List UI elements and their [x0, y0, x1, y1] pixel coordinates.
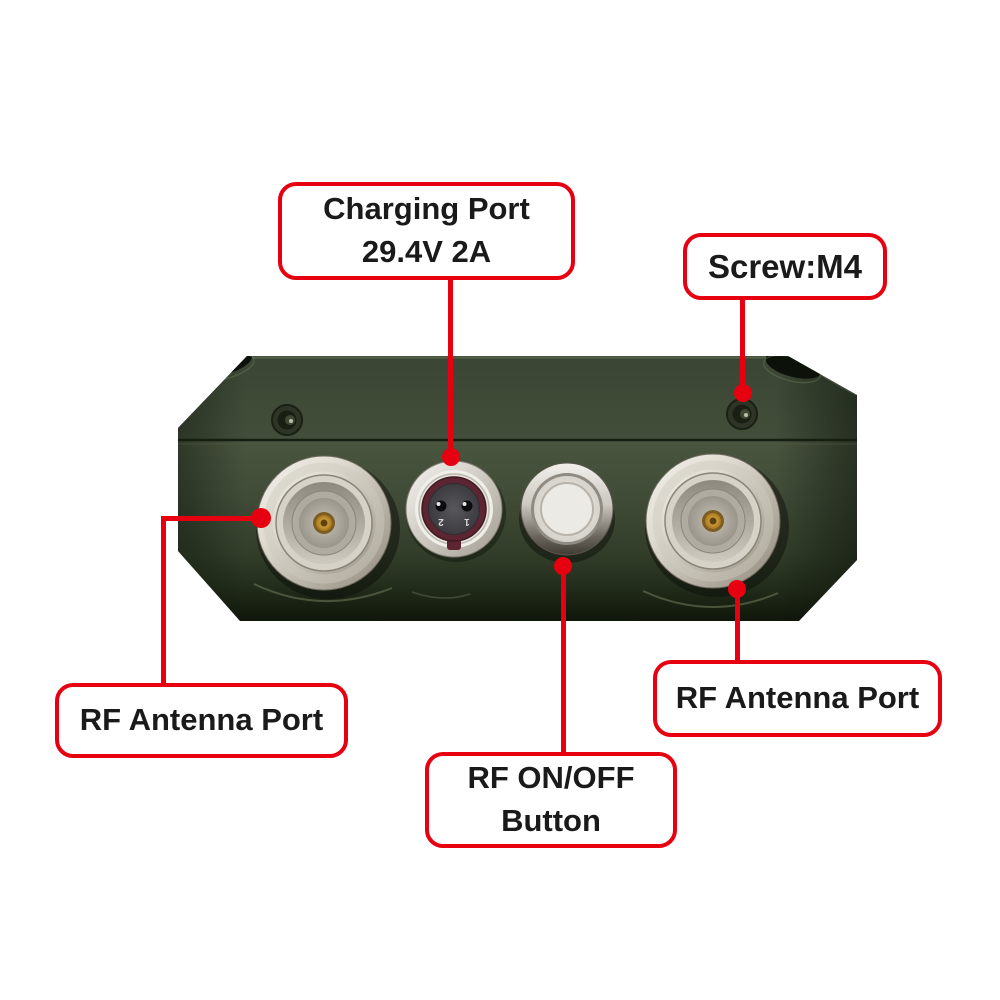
- leader-line-antenna-right: [735, 589, 740, 660]
- callout-charging-port-line1: Charging Port: [323, 191, 530, 227]
- leader-dot-screw: [734, 384, 752, 402]
- leader-dot-antenna-left: [251, 508, 271, 528]
- callout-rf-button-line1: RF ON/OFF: [467, 760, 635, 796]
- callout-rf-button-line2: Button: [501, 803, 601, 838]
- callout-antenna-right-label: RF Antenna Port: [675, 680, 920, 716]
- callout-rf-button: RF ON/OFF Button: [425, 752, 677, 848]
- callout-screw-label: Screw:M4: [707, 247, 863, 285]
- leader-line-antenna-left-vertical: [161, 518, 166, 683]
- charging-pin-label-2: 2: [438, 516, 444, 527]
- callout-charging-port: Charging Port 29.4V 2A: [278, 182, 575, 280]
- leader-dot-antenna-right: [728, 580, 746, 598]
- callout-antenna-right: RF Antenna Port: [653, 660, 942, 737]
- leader-line-antenna-left-horizontal: [161, 516, 261, 521]
- leader-line-charging: [448, 280, 453, 457]
- lid-screw-right: [726, 398, 758, 430]
- callout-screw: Screw:M4: [683, 233, 887, 300]
- leader-line-button: [561, 566, 566, 752]
- charging-port: 2 1: [405, 460, 506, 562]
- callout-charging-port-line2: 29.4V 2A: [361, 234, 492, 269]
- rf-on-off-button: [519, 462, 615, 563]
- callout-antenna-left-label: RF Antenna Port: [79, 702, 324, 738]
- charging-pin-label-1: 1: [464, 516, 470, 527]
- leader-dot-charging: [442, 448, 460, 466]
- callout-antenna-left: RF Antenna Port: [55, 683, 348, 758]
- leader-line-screw: [740, 300, 745, 393]
- lid-screw-left: [271, 404, 303, 436]
- leader-dot-button: [554, 557, 572, 575]
